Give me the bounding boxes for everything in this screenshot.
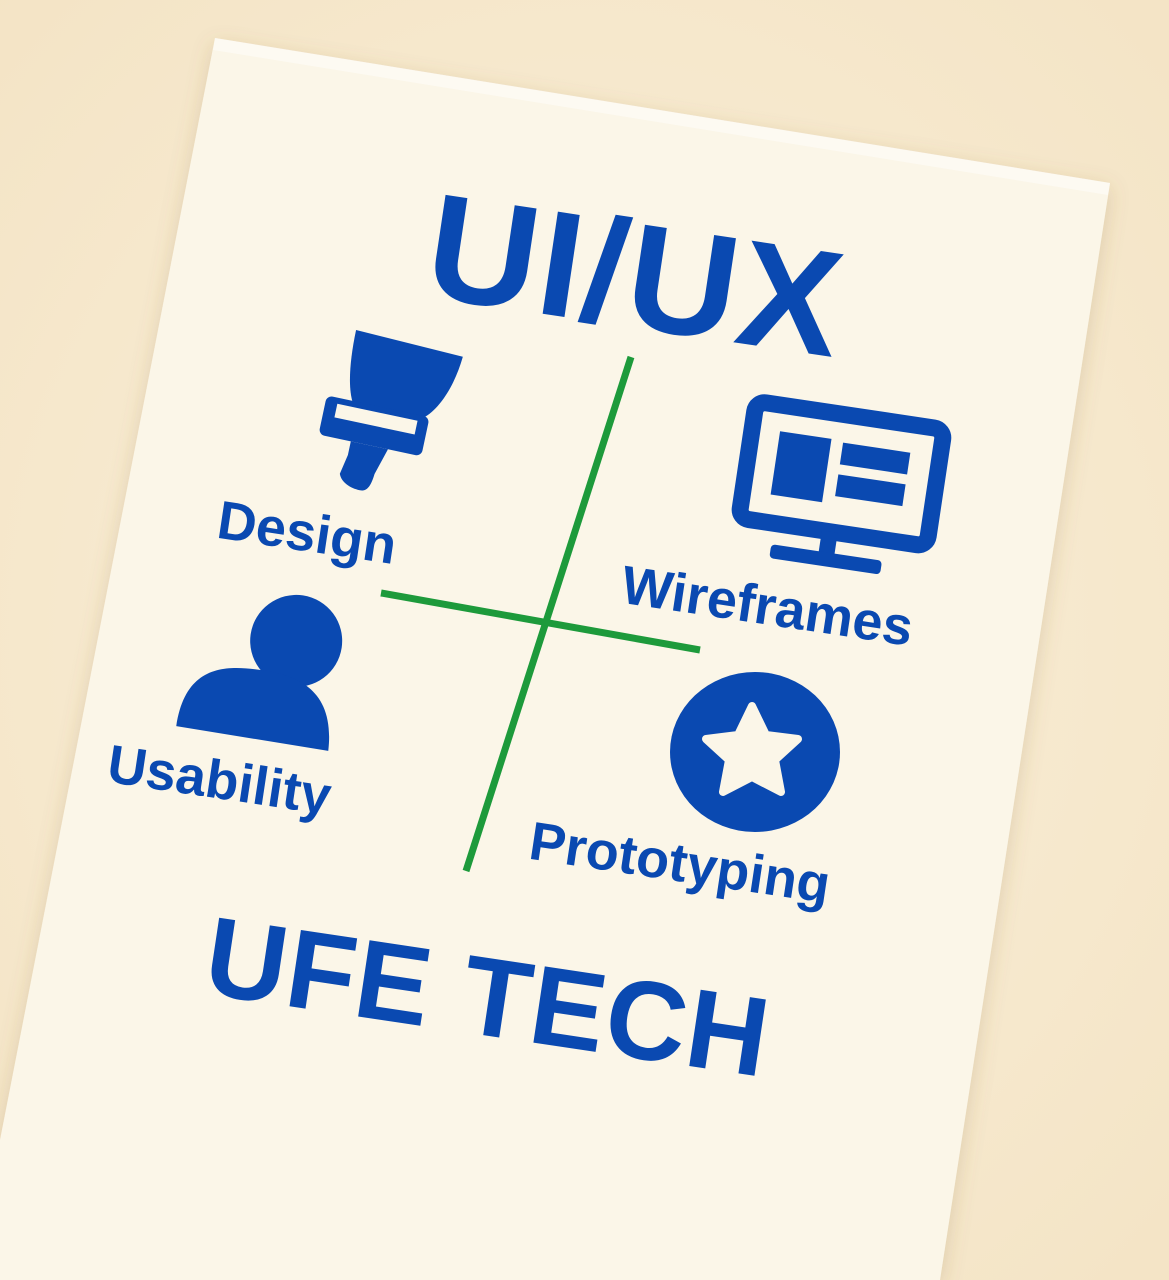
vertical-divider: [462, 355, 635, 873]
horizontal-divider: [380, 589, 701, 654]
star-circle-icon: [670, 672, 840, 832]
paintbrush-icon: [319, 330, 463, 491]
monitor-icon: [731, 394, 952, 575]
paper-sheet: [0, 38, 1110, 1280]
user-icon: [176, 594, 343, 751]
